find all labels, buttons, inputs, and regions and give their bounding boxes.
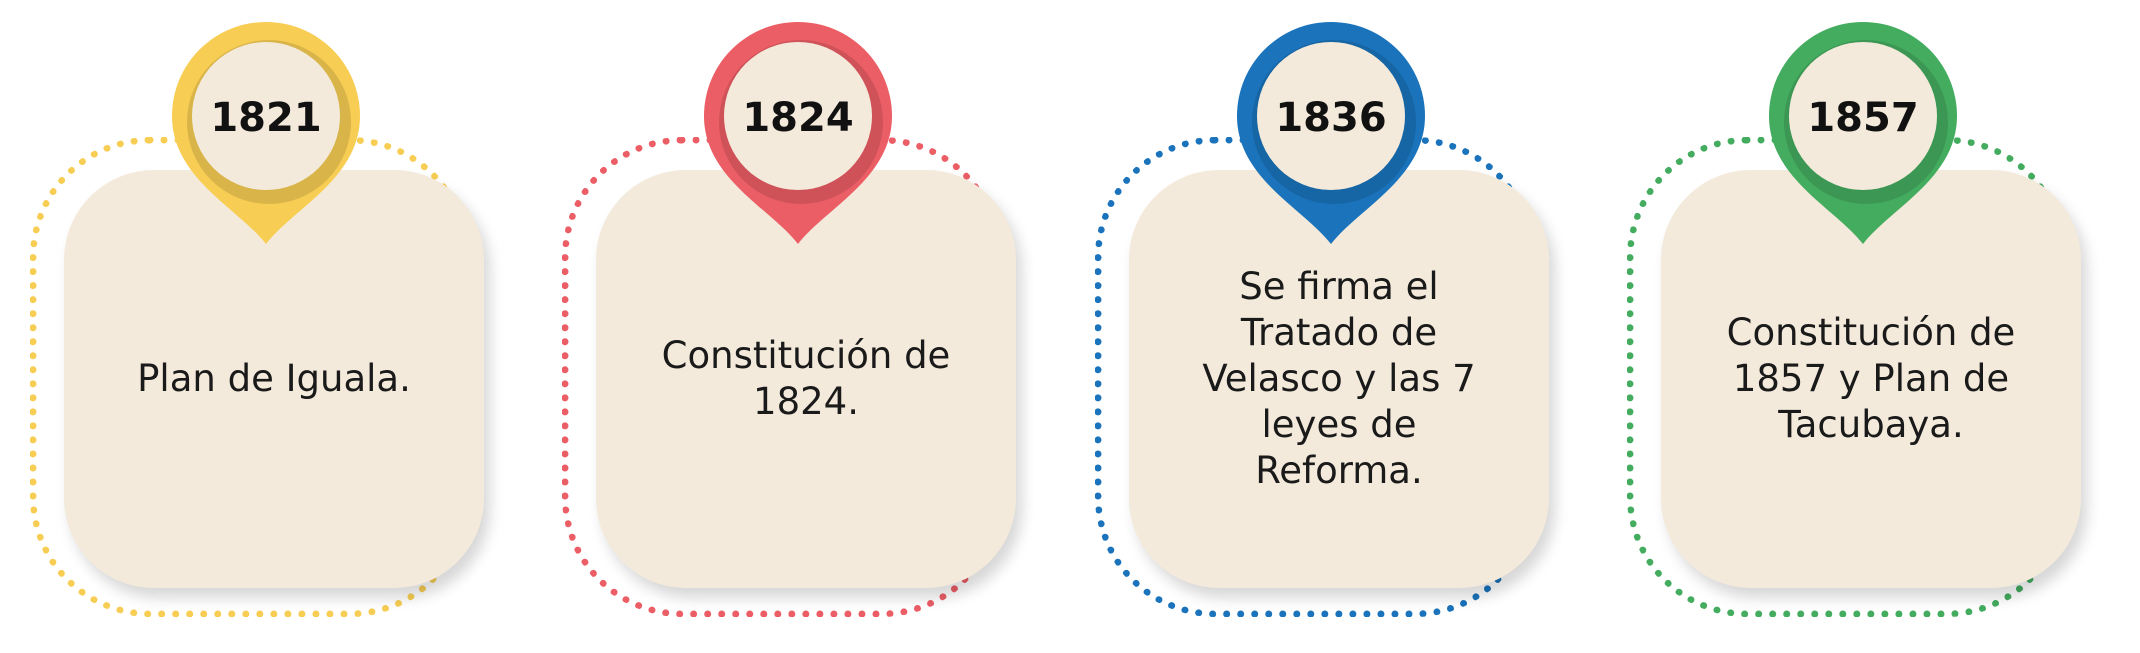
timeline-item-1824: Constitución de 1824. 1824 — [532, 0, 1022, 653]
location-pin-icon — [1765, 20, 1961, 246]
location-pin-icon — [168, 20, 364, 246]
timeline-item-1857: Constitución de 1857 y Plan de Tacubaya.… — [1597, 0, 2087, 653]
location-pin-icon — [700, 20, 896, 246]
event-year: 1824 — [742, 95, 854, 141]
event-description: Constitución de 1857 y Plan de Tacubaya. — [1726, 311, 2016, 446]
event-year: 1836 — [1275, 95, 1387, 141]
location-pin-icon — [1233, 20, 1429, 246]
event-year: 1857 — [1807, 95, 1919, 141]
event-card: Constitución de 1824. — [596, 170, 1016, 588]
event-card: Plan de Iguala. — [64, 170, 484, 588]
timeline-item-1821: Plan de Iguala. 1821 — [0, 0, 490, 653]
event-card: Constitución de 1857 y Plan de Tacubaya. — [1661, 170, 2081, 588]
event-description: Plan de Iguala. — [137, 357, 411, 400]
event-year: 1821 — [210, 95, 322, 141]
event-card: Se firma el Tratado de Velasco y las 7 l… — [1129, 170, 1549, 588]
event-description: Se firma el Tratado de Velasco y las 7 l… — [1202, 265, 1476, 492]
event-description: Constitución de 1824. — [661, 334, 951, 423]
timeline-item-1836: Se firma el Tratado de Velasco y las 7 l… — [1065, 0, 1555, 653]
